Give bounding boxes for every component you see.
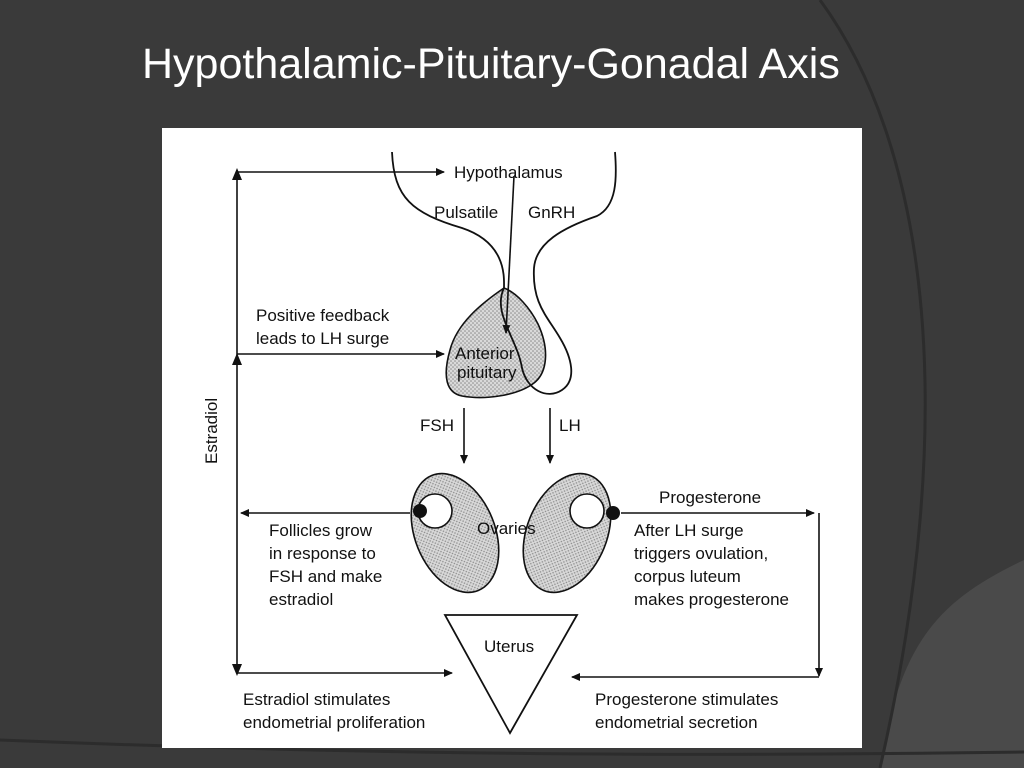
follicles-line4: estradiol	[269, 590, 333, 609]
follicles-line3: FSH and make	[269, 567, 382, 586]
follicles-line1: Follicles grow	[269, 521, 373, 540]
progesterone-label: Progesterone	[659, 488, 761, 507]
pulsatile-label: Pulsatile	[434, 203, 498, 222]
hypothalamus-label: Hypothalamus	[454, 163, 563, 182]
estradiol-down-arrow-bottom	[232, 664, 242, 676]
estradiol-stimulates-line1: Estradiol stimulates	[243, 690, 390, 709]
positive-feedback-line1: Positive feedback	[256, 306, 390, 325]
progesterone-stimulates-line2: endometrial secretion	[595, 713, 758, 732]
hpg-axis-diagram: Hypothalamus Pulsatile GnRH Anterior pit…	[202, 151, 823, 735]
uterus-shape	[443, 614, 579, 735]
estradiol-stimulates-line2: endometrial proliferation	[243, 713, 425, 732]
gnrh-label: GnRH	[528, 203, 575, 222]
anterior-pituitary-label-line1: Anterior	[455, 344, 515, 363]
estradiol-up-arrow-mid	[232, 353, 242, 365]
slide-title: Hypothalamic-Pituitary-Gonadal Axis	[142, 40, 840, 88]
follicles-line2: in response to	[269, 544, 376, 563]
background-curve-light	[880, 560, 1024, 768]
diagram-panel: Hypothalamus Pulsatile GnRH Anterior pit…	[162, 128, 862, 748]
background-curve-corner	[0, 738, 1024, 756]
after-lh-surge-line4: makes progesterone	[634, 590, 789, 609]
progesterone-stimulates-line1: Progesterone stimulates	[595, 690, 778, 709]
after-lh-surge-line1: After LH surge	[634, 521, 744, 540]
left-follicle-dot	[413, 504, 427, 518]
ovaries-label: Ovaries	[477, 519, 536, 538]
right-follicle	[569, 493, 605, 529]
anterior-pituitary-label-line2: pituitary	[457, 363, 517, 382]
anterior-pituitary-shape	[445, 287, 547, 399]
fsh-label: FSH	[420, 416, 454, 435]
estradiol-label: Estradiol	[202, 398, 221, 464]
right-corpus-luteum-dot	[606, 506, 620, 520]
uterus-label: Uterus	[484, 637, 534, 656]
positive-feedback-line2: leads to LH surge	[256, 329, 389, 348]
after-lh-surge-line3: corpus luteum	[634, 567, 741, 586]
hypothalamus-stalk-outline	[391, 151, 617, 395]
estradiol-up-arrow-top	[232, 168, 242, 180]
background-curve-arc	[818, 0, 927, 768]
gnrh-arrow	[502, 175, 515, 334]
lh-label: LH	[559, 416, 581, 435]
after-lh-surge-line2: triggers ovulation,	[634, 544, 768, 563]
